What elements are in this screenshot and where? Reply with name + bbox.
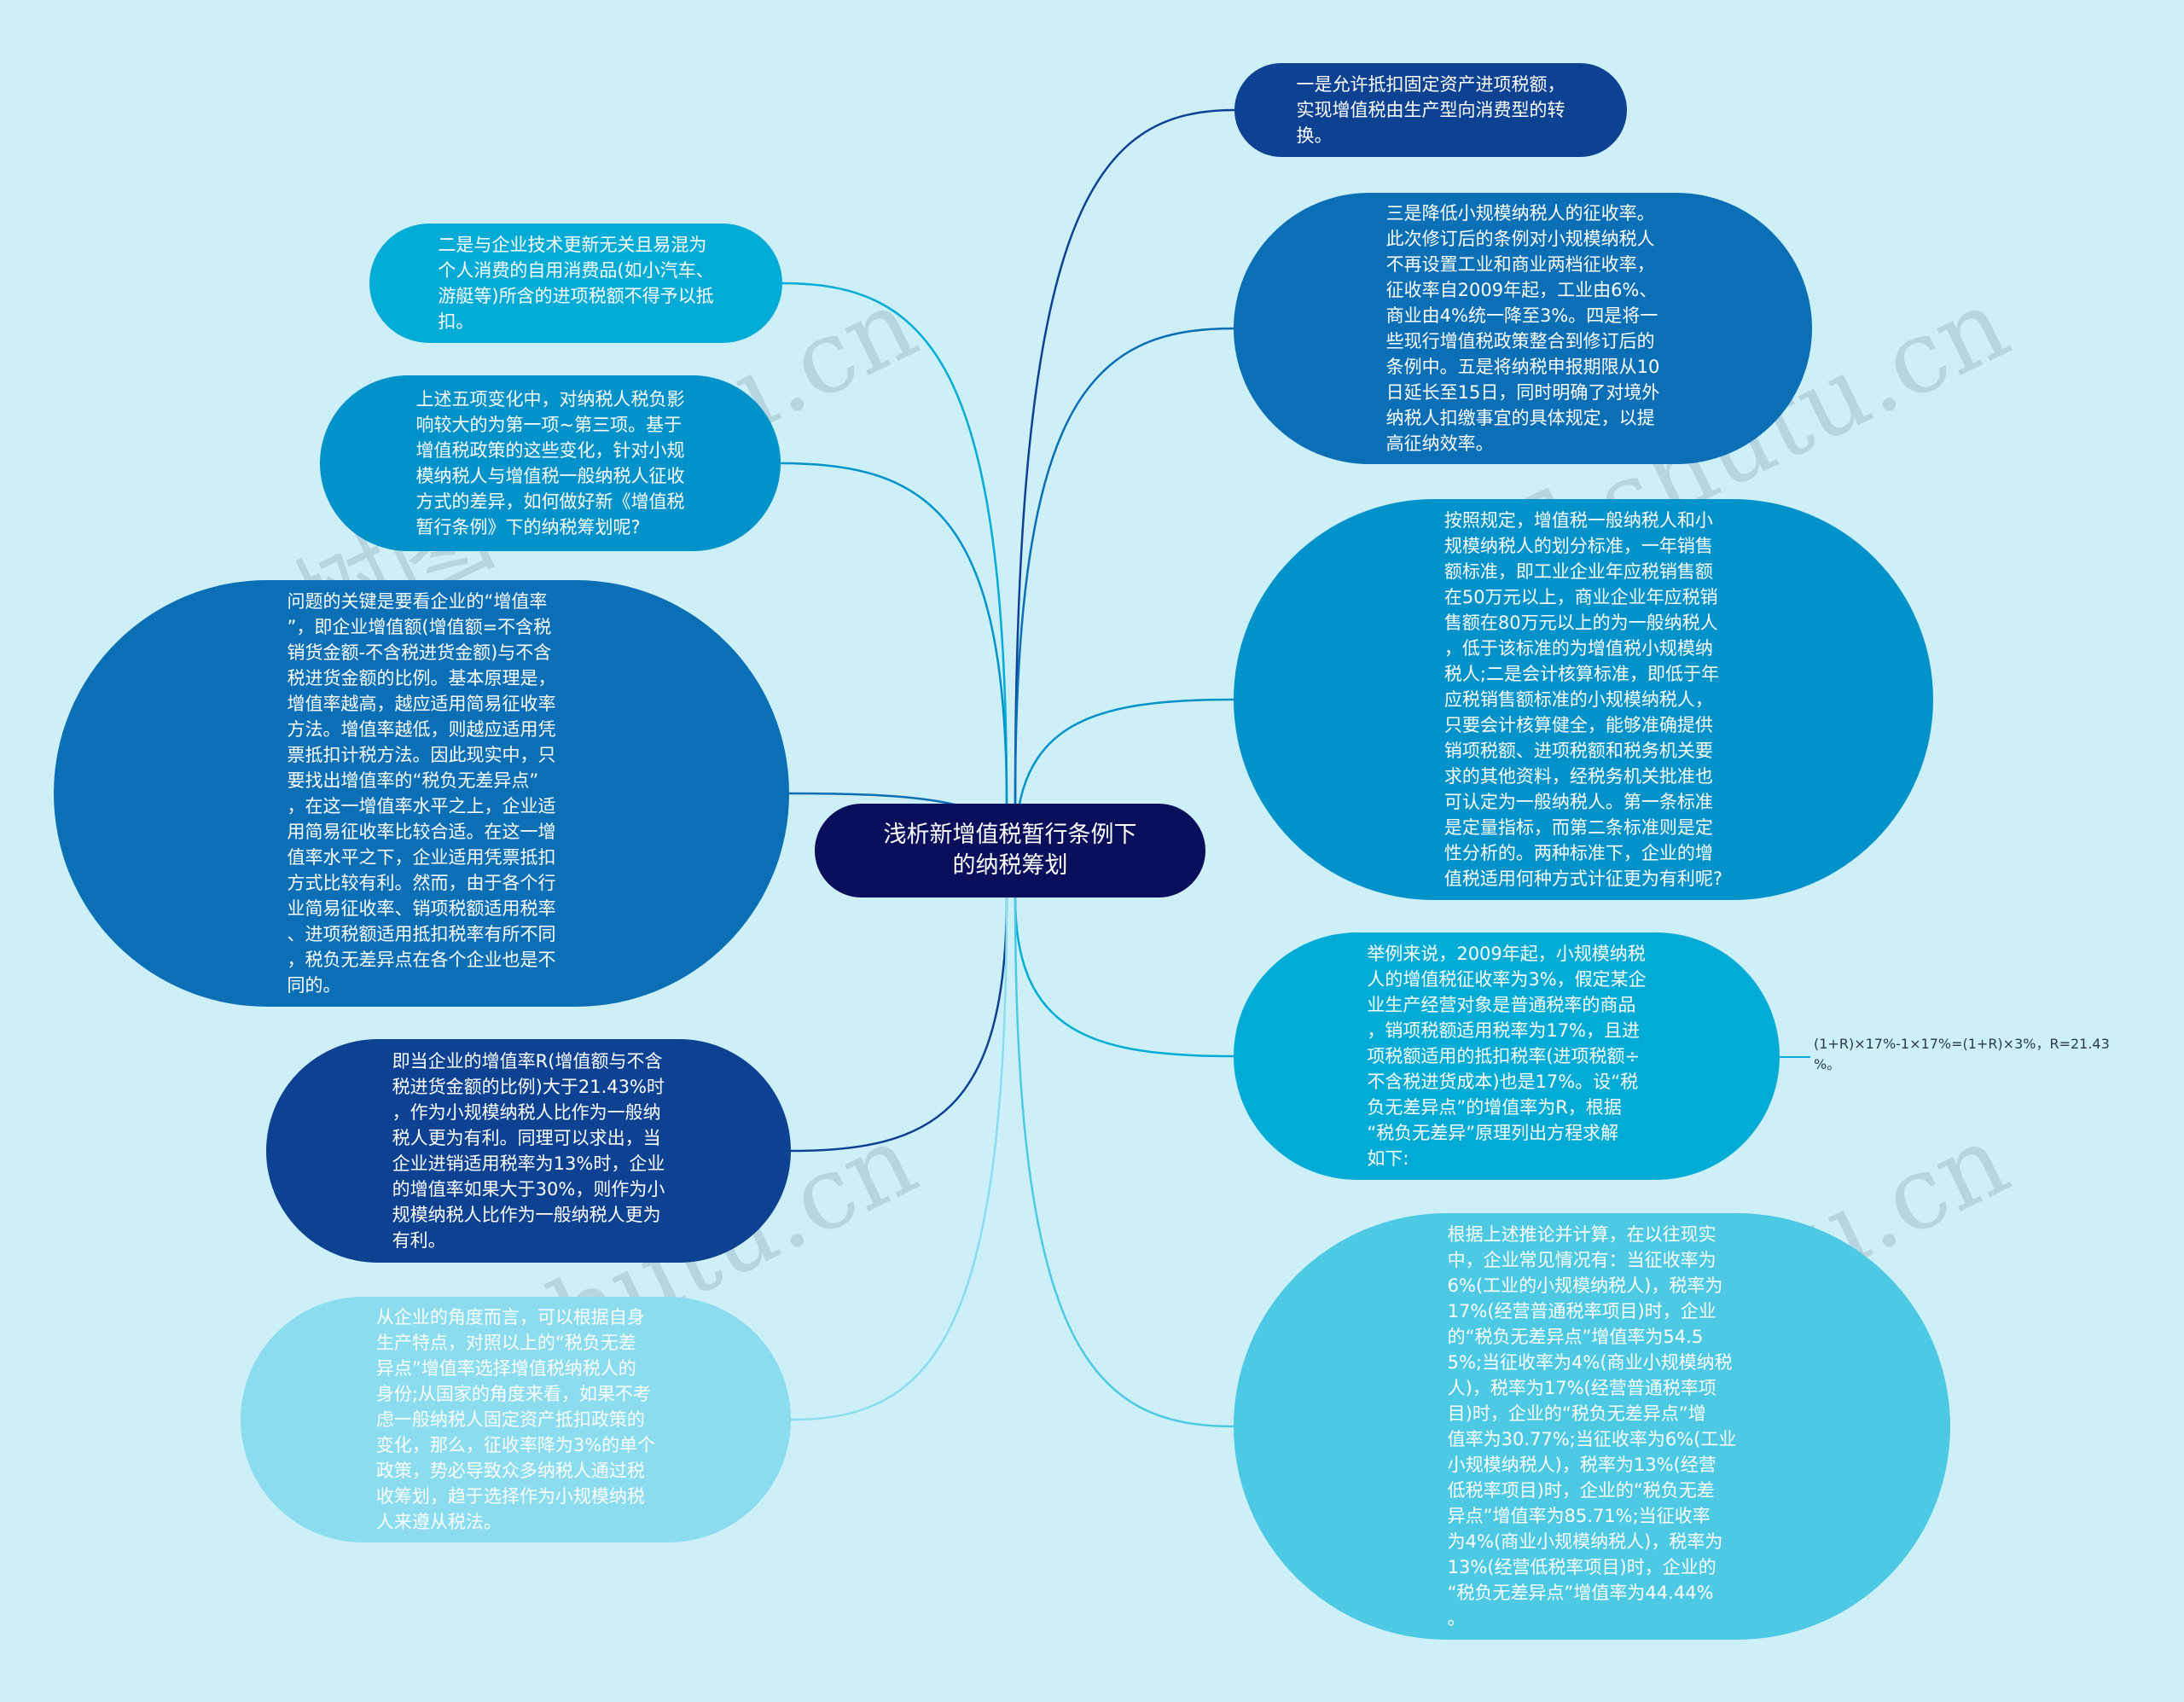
topic-small-scale-rate[interactable]: 三是降低小规模纳税人的征收率。 此次修订后的条例对小规模纳税人 不再设置工业和商… [1234,193,1812,464]
topic-common-cases-text: 根据上述推论并计算，在以往现实 中，企业常见情况有：当征收率为 6%(工业的小规… [1447,1224,1737,1629]
topic-non-deductible-items-text: 二是与企业技术更新无关且易混为 个人消费的自用消费品(如小汽车、 游艇等)所含的… [438,235,714,332]
leaf-equation-line [1780,1056,1810,1058]
topic-taxpayer-classification[interactable]: 按照规定，增值税一般纳税人和小 规模纳税人的划分标准，一年销售 额标准，即工业企… [1234,499,1933,900]
edge-common-cases [1014,897,1234,1428]
topic-non-deductible-items[interactable]: 二是与企业技术更新无关且易混为 个人消费的自用消费品(如小汽车、 游艇等)所含的… [369,224,782,343]
topic-five-changes[interactable]: 上述五项变化中，对纳税人税负影 响较大的为第一项~第三项。基于 增值税政策的这些… [320,375,781,551]
edge-example-calculation [1014,897,1234,1058]
root-topic-label: 浅析新增值税暂行条例下 的纳税筹划 [883,822,1137,879]
topic-breakeven-conclusion[interactable]: 即当企业的增值率R(增值额与不含 税进货金额的比例)大于21.43%时 ，作为小… [266,1039,791,1263]
topic-example-calculation[interactable]: 举例来说，2009年起，小规模纳税 人的增值税征收率为3%，假定某企 业生产经营… [1234,932,1780,1180]
edge-small-scale-rate [1014,327,1234,805]
topic-fixed-asset-deduction[interactable]: 一是允许抵扣固定资产进项税额， 实现增值税由生产型向消费型的转 换。 [1234,63,1627,157]
topic-fixed-asset-deduction-text: 一是允许抵扣固定资产进项税额， 实现增值税由生产型向消费型的转 换。 [1296,74,1565,146]
edge-non-deductible-items [781,282,1008,805]
topic-breakeven-conclusion-text: 即当企业的增值率R(增值额与不含 税进货金额的比例)大于21.43%时 ，作为小… [392,1051,665,1251]
leaf-equation-text: (1+R)×17%-1×17%=(1+R)×3%，R=21.43 %。 [1814,1036,2110,1072]
topic-taxpayer-classification-text: 按照规定，增值税一般纳税人和小 规模纳税人的划分标准，一年销售 额标准，即工业企… [1443,510,1723,889]
topic-enterprise-perspective-text: 从企业的角度而言，可以根据自身 生产特点，对照以上的“税负无差 异点”增值率选择… [375,1307,656,1532]
root-topic[interactable]: 浅析新增值税暂行条例下 的纳税筹划 [815,804,1205,897]
topic-value-added-rate-text: 问题的关键是要看企业的“增值率 ”，即企业增值额(增值额=不含税 销货金额-不含… [287,591,556,996]
topic-value-added-rate[interactable]: 问题的关键是要看企业的“增值率 ”，即企业增值额(增值额=不含税 销货金额-不含… [54,580,789,1007]
edge-fixed-asset-deduction [1014,108,1235,805]
edge-enterprise-perspective [790,897,1008,1421]
edge-breakeven-conclusion [790,897,1008,1153]
topic-five-changes-text: 上述五项变化中，对纳税人税负影 响较大的为第一项~第三项。基于 增值税政策的这些… [415,389,685,537]
topic-small-scale-rate-text: 三是降低小规模纳税人的征收率。 此次修订后的条例对小规模纳税人 不再设置工业和商… [1385,203,1660,454]
topic-enterprise-perspective[interactable]: 从企业的角度而言，可以根据自身 生产特点，对照以上的“税负无差 异点”增值率选择… [241,1297,791,1542]
topic-example-calculation-text: 举例来说，2009年起，小规模纳税 人的增值税征收率为3%，假定某企 业生产经营… [1367,944,1647,1169]
leaf-equation[interactable]: (1+R)×17%-1×17%=(1+R)×3%，R=21.43 %。 [1814,1034,2138,1075]
topic-common-cases[interactable]: 根据上述推论并计算，在以往现实 中，企业常见情况有：当征收率为 6%(工业的小规… [1234,1213,1950,1640]
edge-five-changes [780,462,1008,805]
